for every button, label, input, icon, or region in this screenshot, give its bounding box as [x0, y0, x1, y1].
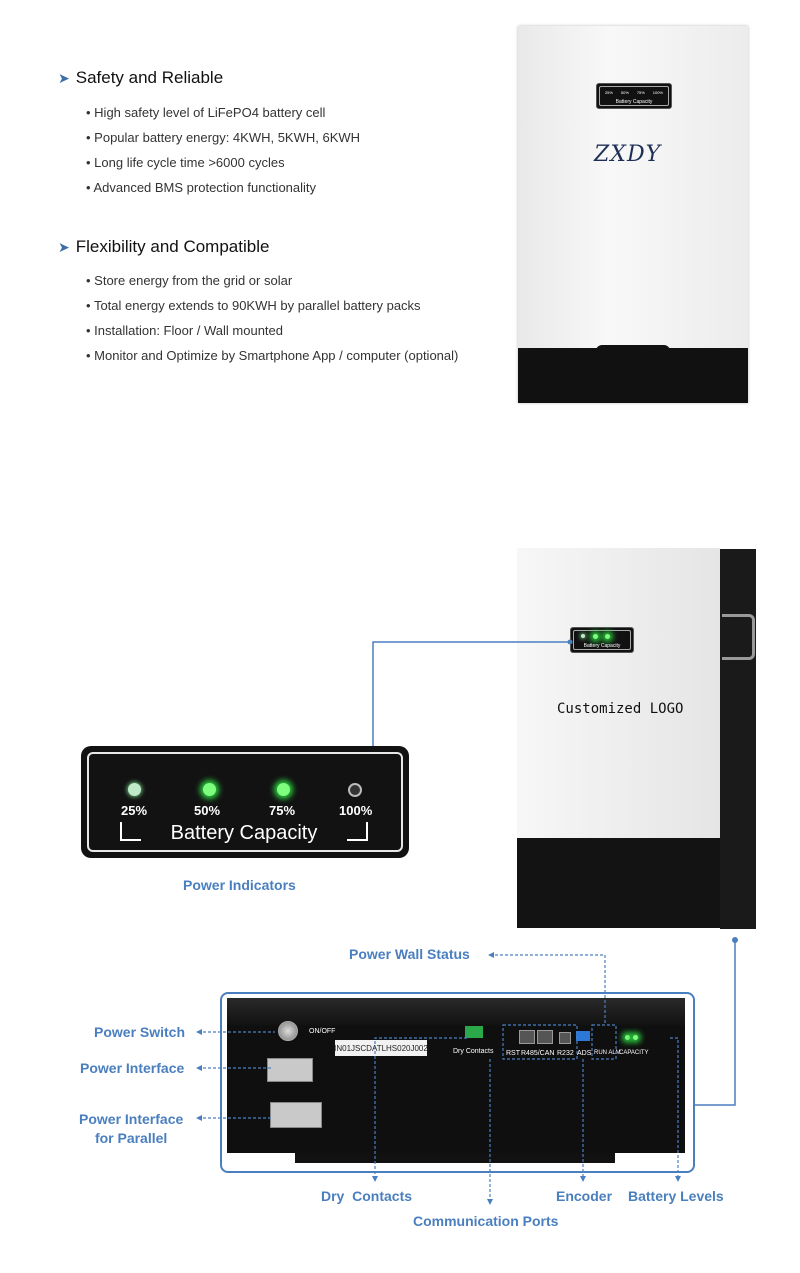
custom-logo-text: Customized LOGO: [557, 701, 684, 717]
flexibility-list: Store energy from the grid or solar Tota…: [86, 268, 458, 368]
r232-label: R232: [557, 1050, 574, 1057]
capacity-caption: Battery Capacity: [119, 822, 369, 848]
callout-communication-ports: Communication Ports: [413, 1213, 559, 1229]
list-item: Popular battery energy: 4KWH, 5KWH, 6KWH: [86, 125, 360, 150]
rj45-port: [519, 1030, 535, 1044]
capacity-label: CAPACITY: [619, 1050, 649, 1056]
power-switch-icon: [278, 1021, 298, 1041]
list-item: Store energy from the grid or solar: [86, 268, 458, 293]
led-50: [203, 783, 216, 796]
battery-base: [517, 838, 720, 928]
side-handle: [722, 614, 755, 660]
battery-front-image: 25% 50% 75% 100% Battery Capacity ZXDY: [518, 26, 748, 403]
mini-caption: Battery Capacity: [583, 643, 621, 649]
rst-label: RST: [506, 1050, 520, 1057]
section-title-flexibility: ➤Flexibility and Compatible: [58, 237, 270, 256]
runalm-label: RUN ALM: [594, 1050, 621, 1056]
list-item: Advanced BMS protection functionality: [86, 175, 360, 200]
callout-dry-contacts: Dry Contacts: [321, 1188, 413, 1204]
level-label: 50%: [194, 803, 221, 818]
brand-logo: ZXDY: [594, 142, 662, 167]
level-label: 100%: [339, 803, 373, 818]
arrow-icon: ➤: [58, 70, 70, 86]
list-item: High safety level of LiFePO4 battery cel…: [86, 100, 360, 125]
list-item: Monitor and Optimize by Smartphone App /…: [86, 343, 458, 368]
led-75: [277, 783, 290, 796]
battery-side: [720, 549, 756, 929]
rj11-port: [559, 1032, 571, 1044]
led-25: [128, 783, 141, 796]
power-indicators-label: Power Indicators: [183, 877, 296, 893]
callout-battery-levels: Battery Levels: [628, 1188, 724, 1204]
back-panel-frame: [220, 992, 695, 1173]
callout-power-switch: Power Switch: [94, 1024, 186, 1040]
callout-power-wall-status: Power Wall Status: [349, 946, 470, 962]
mini-caption: Battery Capacity: [615, 99, 653, 105]
rj45-port: [537, 1030, 553, 1044]
capacity-led: [633, 1035, 638, 1040]
battery-base: [518, 348, 748, 403]
callout-encoder: Encoder: [556, 1188, 613, 1204]
mini-indicator-panel: Battery Capacity: [570, 627, 634, 653]
mini-level-label: 75%: [636, 90, 645, 95]
serial-sticker: IN01JSCDATLHS020J002: [334, 1040, 428, 1056]
level-label: 75%: [269, 803, 296, 818]
battery-angle-image: Battery Capacity Customized LOGO: [517, 548, 720, 928]
mini-level-label: 100%: [652, 90, 663, 95]
power-indicator-panel: 25% 50% 75% 100% Battery Capacity: [81, 746, 409, 858]
section-title-safety: ➤Safety and Reliable: [58, 68, 224, 87]
list-item: Long life cycle time >6000 cycles: [86, 150, 360, 175]
back-panel-foot: [295, 1153, 615, 1163]
safety-list: High safety level of LiFePO4 battery cel…: [86, 100, 360, 200]
callout-power-interface: Power Interface: [80, 1060, 185, 1076]
list-item: Installation: Floor / Wall mounted: [86, 318, 458, 343]
arrow-icon: ➤: [58, 239, 70, 255]
mini-indicator-panel: 25% 50% 75% 100% Battery Capacity: [596, 83, 672, 109]
mini-level-label: 25%: [604, 90, 613, 95]
dry-contacts-label: Dry Contacts: [453, 1048, 494, 1055]
encoder-switch: [576, 1031, 590, 1041]
level-label: 25%: [121, 803, 148, 818]
dry-contacts-terminal: [465, 1026, 483, 1038]
ads-label: ADS: [577, 1050, 592, 1057]
onoff-label: ON/OFF: [309, 1028, 336, 1035]
power-interface-plug: [267, 1058, 313, 1082]
callout-power-interface-parallel: Power Interface for Parallel: [79, 1111, 184, 1146]
rs485-label: R485/CAN: [521, 1050, 555, 1057]
back-panel: ON/OFF IN01JSCDATLHS020J002 Dry Contacts…: [227, 998, 685, 1153]
parallel-interface-plug: [270, 1102, 322, 1128]
capacity-led: [625, 1035, 630, 1040]
mini-level-label: 50%: [620, 90, 629, 95]
led-100: [348, 783, 362, 797]
list-item: Total energy extends to 90KWH by paralle…: [86, 293, 458, 318]
